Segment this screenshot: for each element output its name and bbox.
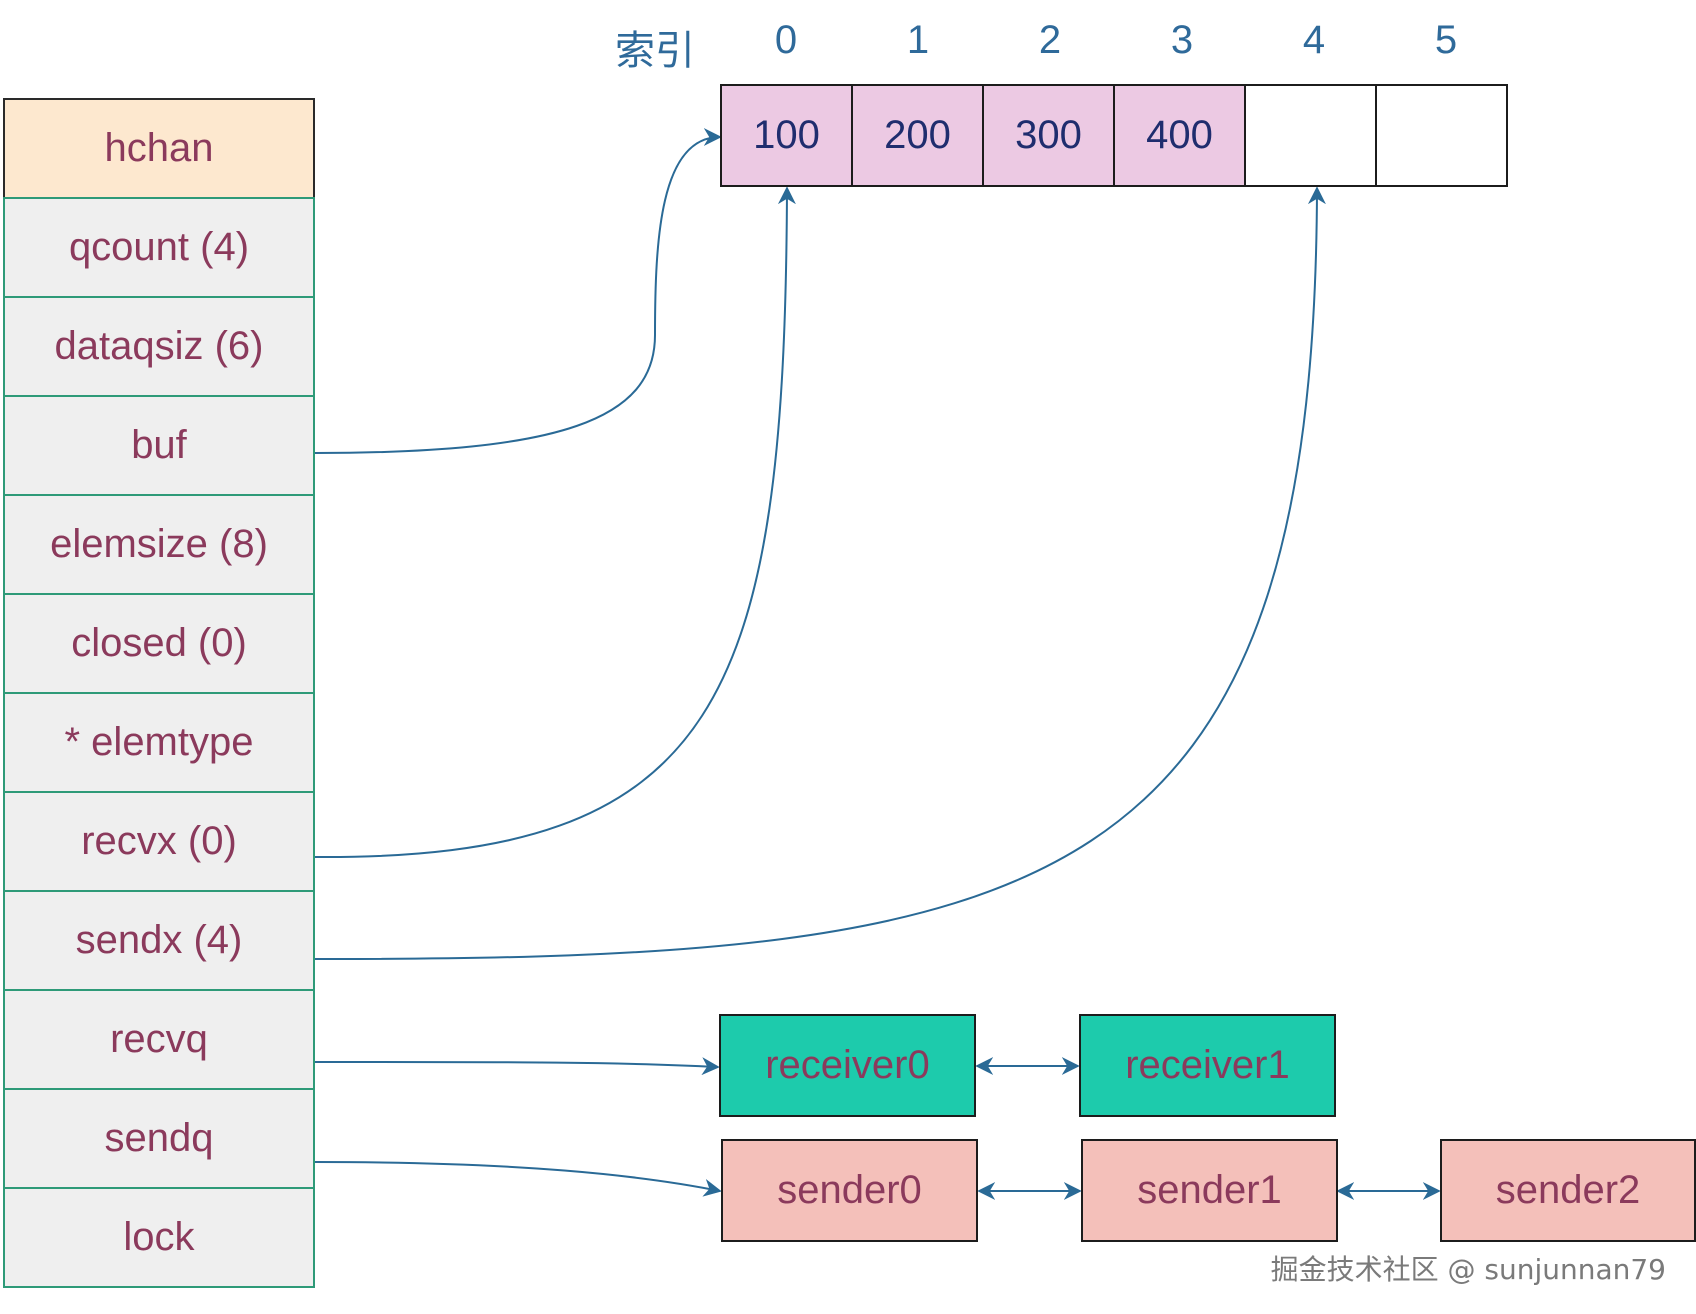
field-dataqsiz: dataqsiz (6) xyxy=(3,296,315,397)
field-elemsize: elemsize (8) xyxy=(3,494,315,595)
index-title: 索引 xyxy=(615,28,695,74)
hchan-struct: hchan qcount (4) dataqsiz (6) buf elemsi… xyxy=(3,98,315,1288)
buffer-cell-5 xyxy=(1375,84,1508,187)
recvq-pointer-arrow xyxy=(314,1057,720,1076)
buffer-cell-4 xyxy=(1244,84,1377,187)
index-label-3: 3 xyxy=(1170,18,1194,62)
field-lock: lock xyxy=(3,1187,315,1288)
receiver-node-1: receiver1 xyxy=(1079,1014,1336,1117)
field-sendq: sendq xyxy=(3,1088,315,1189)
field-qcount: qcount (4) xyxy=(3,197,315,298)
sender-node-2: sender2 xyxy=(1440,1139,1696,1242)
sender-node-1: sender1 xyxy=(1081,1139,1338,1242)
sender-node-0: sender0 xyxy=(721,1139,978,1242)
buffer-cell-1: 200 xyxy=(851,84,984,187)
sendq-pointer-arrow xyxy=(314,1161,722,1197)
field-buf: buf xyxy=(3,395,315,496)
recvx-pointer-arrow xyxy=(314,186,796,859)
watermark: 掘金技术社区 @ sunjunnan79 xyxy=(1270,1253,1666,1286)
field-elemtype: * elemtype xyxy=(3,692,315,793)
ring-buffer: 100 200 300 400 xyxy=(720,84,1508,187)
index-label-5: 5 xyxy=(1434,18,1458,62)
buffer-cell-0: 100 xyxy=(720,84,853,187)
sendx-pointer-arrow xyxy=(314,186,1326,961)
index-label-1: 1 xyxy=(906,18,930,62)
buffer-cell-2: 300 xyxy=(982,84,1115,187)
buffer-cell-3: 400 xyxy=(1113,84,1246,187)
hchan-title: hchan xyxy=(3,98,315,199)
buf-pointer-arrow xyxy=(314,128,722,454)
index-label-2: 2 xyxy=(1038,18,1062,62)
field-recvq: recvq xyxy=(3,989,315,1090)
field-sendx: sendx (4) xyxy=(3,890,315,991)
field-closed: closed (0) xyxy=(3,593,315,694)
index-label-0: 0 xyxy=(774,18,798,62)
index-label-4: 4 xyxy=(1302,18,1326,62)
receiver-node-0: receiver0 xyxy=(719,1014,976,1117)
field-recvx: recvx (0) xyxy=(3,791,315,892)
